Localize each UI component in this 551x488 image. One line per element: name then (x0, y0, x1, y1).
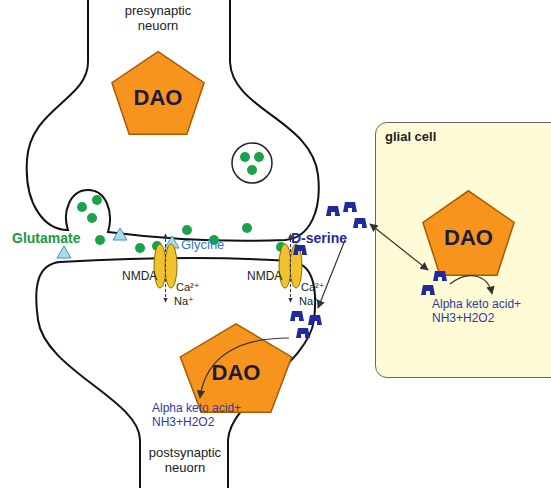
molecule-label: Glutamate (12, 230, 102, 246)
glycine-triangle (113, 228, 127, 240)
d-serine-icon (296, 328, 310, 338)
dao-enzyme: DAO (110, 50, 206, 136)
molecule-label: D-serine (291, 230, 361, 246)
receptor-label: NMDA (122, 270, 162, 284)
uptake-arrow (318, 240, 345, 308)
ion-flow-arrow (290, 234, 291, 302)
ion-label: Na⁺ (299, 295, 329, 308)
receptor-subunit (165, 244, 177, 288)
ion-label: Na⁺ (174, 295, 204, 308)
molecule-label: Glycine (181, 238, 251, 253)
degradation-arrow (200, 338, 289, 398)
glutamate-dot (240, 152, 250, 162)
d-serine-icon (293, 245, 307, 255)
neuron-label: presynaptic neuorn (108, 4, 208, 34)
enzyme-label: DAO (110, 50, 206, 136)
ion-label: Ca²⁺ (301, 281, 331, 294)
postsynaptic-neuron: postsynaptic neuorn DAO (30, 255, 320, 488)
glutamate-dot (135, 243, 145, 253)
glutamate-dot (92, 195, 102, 205)
degradation-arrow (450, 276, 492, 294)
d-serine-icon (433, 271, 447, 281)
glutamate-dot (254, 152, 264, 162)
glutamate-molecules (77, 195, 286, 253)
d-serine-icon (353, 218, 367, 228)
reaction-product: Alpha keto acid+ NH3+H2O2 (152, 402, 257, 430)
glutamate-dot (77, 202, 87, 212)
glutamate-dot (247, 165, 257, 175)
enzyme-label: DAO (421, 189, 516, 277)
vesicle-membrane (232, 143, 272, 183)
dao-enzyme: DAO (178, 322, 294, 414)
neuron-label: postsynaptic neuorn (135, 446, 235, 476)
nmda-receptor (154, 234, 177, 302)
d-serine-icon (421, 285, 435, 295)
d-serine-icon (308, 315, 322, 325)
transport-arrow (370, 224, 428, 270)
glutamate-dot (242, 223, 252, 233)
d-serine-icon (326, 206, 340, 216)
receptor-label: NMDA (247, 270, 287, 284)
ion-label: Ca²⁺ (176, 281, 206, 294)
glial-cell: glial cellDAO (375, 122, 551, 378)
membrane-outline (36, 258, 315, 488)
d-serine-icon (290, 311, 304, 321)
d-serine-molecules (290, 202, 447, 338)
ion-flow-arrow (165, 234, 166, 302)
glycine-triangle (57, 246, 71, 258)
enzyme-label: DAO (178, 322, 294, 414)
d-serine-icon (343, 202, 357, 212)
glutamate-dot (95, 235, 105, 245)
reaction-product: Alpha keto acid+ NH3+H2O2 (432, 298, 537, 326)
presynaptic-neuron: presynaptic neuornDAO (20, 0, 325, 250)
glutamate-dot (87, 213, 97, 223)
glutamate-dot (182, 225, 192, 235)
synaptic-vesicle (232, 143, 272, 183)
dao-enzyme: DAO (421, 189, 516, 277)
cell-label: glial cell (385, 130, 505, 145)
membrane-outline (27, 0, 319, 241)
